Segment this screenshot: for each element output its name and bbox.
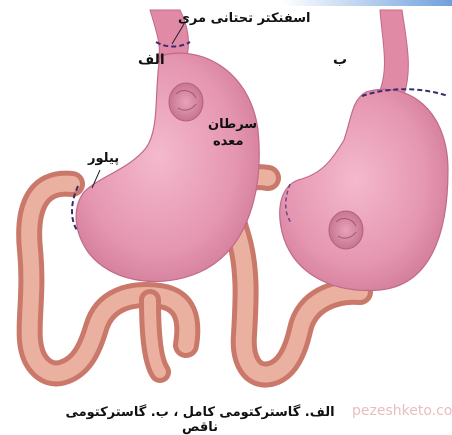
label-be: ب	[333, 52, 347, 68]
tumor-right	[329, 211, 363, 249]
watermark: pezeshketo.com	[352, 403, 452, 419]
sphincter-label: اسفنکتر تحتانی مری	[178, 12, 310, 27]
label-alef: الف	[138, 52, 165, 68]
figure-caption: الف. گاسترکتومی کامل ، ب. گاسترکتومی ناق…	[60, 405, 340, 435]
cancer-label-line2: معده	[213, 135, 244, 150]
stomach-left	[76, 53, 259, 281]
cancer-label-line1: سرطان	[208, 118, 257, 133]
stomach-right	[280, 89, 448, 290]
esophagus-right	[378, 10, 408, 100]
tumor-left	[169, 83, 203, 121]
pylorus-label: پیلور	[88, 152, 119, 167]
